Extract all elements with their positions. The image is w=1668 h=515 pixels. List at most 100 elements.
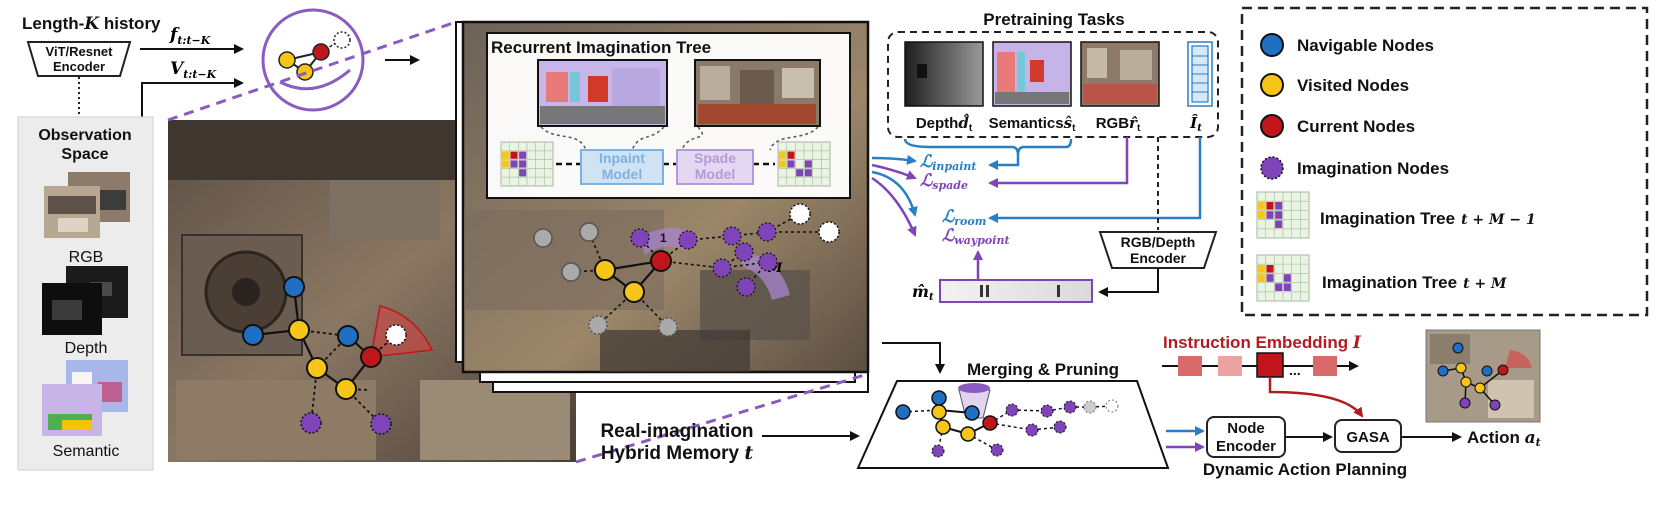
grid-filled-cell (1257, 265, 1265, 273)
memory-visited-node (931, 404, 947, 420)
rgbd-encoder-label-2: Encoder (1130, 250, 1187, 266)
imagination-tree-inset: Recurrent Imagination Tree In (486, 32, 851, 199)
frame-past-node (579, 222, 599, 242)
memory-visited-node (935, 419, 951, 435)
branch-label-first: 1 (660, 231, 667, 245)
memory-imagination-node (1053, 420, 1067, 434)
bottom-flow: Real-imagination Hybrid Memory t Merging… (600, 329, 1541, 479)
grid-cell (820, 176, 831, 187)
semantic-label: Semantic (53, 443, 120, 460)
frame-visited-node (623, 281, 645, 303)
pretrain-semantics-label: Semanticsŝt (989, 114, 1077, 134)
scene-current-node (360, 346, 382, 368)
grid-filled-cell (778, 151, 786, 159)
pretraining-section: Pretraining Tasks Depthd̂t Semanticsŝt R… (887, 10, 1219, 138)
frame-imagination-node (722, 226, 742, 246)
loss-waypoint: ℒwaypoint (942, 226, 1010, 247)
memory-navigable-node (931, 390, 947, 406)
branch-arc-1 (640, 228, 690, 255)
legend-tree-prev-grid (1256, 191, 1310, 239)
grid-filled-cell (519, 151, 527, 159)
v-arrow (141, 78, 244, 118)
tree-grid-left (500, 141, 554, 187)
frame-imagination-node (758, 252, 778, 272)
memory-navigable-node (964, 405, 980, 421)
observation-panel: Observation Space RGB Depth Semantic (17, 116, 154, 471)
frame-imagination-node (757, 222, 777, 242)
grid-filled-cell (1266, 202, 1274, 210)
legend-navigable-label: Navigable Nodes (1297, 36, 1434, 55)
instruction-token (1178, 356, 1202, 376)
pretrain-depth-label: Depthd̂t (916, 113, 973, 134)
merging-label: Merging & Pruning (967, 360, 1119, 379)
legend-tree-next-grid (1256, 254, 1310, 302)
node-encoder-box (1206, 416, 1286, 458)
grid-filled-cell (1266, 274, 1274, 282)
map-symbol: m̂t (912, 282, 934, 303)
frame-unexplored-node (789, 203, 811, 225)
history-title: Length-K history (22, 14, 161, 34)
memory-plane (856, 380, 1170, 469)
grid-filled-cell (501, 160, 509, 168)
legend: Navigable Nodes Visited Nodes Current No… (1240, 6, 1649, 317)
frame-imagination-node (736, 277, 756, 297)
legend-imagination-label: Imagination Nodes (1297, 159, 1449, 178)
frame-imagination-node (734, 242, 754, 262)
history-imagination-node (333, 31, 351, 49)
pretrain-depth-image (904, 41, 984, 107)
grid-filled-cell (510, 160, 518, 168)
spade-model-box (676, 149, 754, 185)
inpaint-model-label-2: Model (602, 166, 642, 182)
memory-imagination-node (990, 443, 1004, 457)
grid-filled-cell (1275, 220, 1283, 228)
loss-room: ℒroom (942, 207, 986, 228)
history-visited-node (278, 51, 296, 69)
scene-visited-node (306, 357, 328, 379)
spade-model-label-2: Model (695, 166, 735, 182)
grid-filled-cell (519, 160, 527, 168)
legend-box (1240, 6, 1649, 317)
frame-imagination-node (678, 230, 698, 250)
history-trajectory-arc (279, 68, 351, 91)
frame-graph: 1 M (533, 203, 840, 337)
observation-title-1: Observation (38, 127, 131, 144)
rgb-label: RGB (69, 249, 104, 266)
memory-visited-node (960, 426, 976, 442)
legend-navigable-marker (1260, 33, 1284, 57)
legend-imagination-marker (1260, 156, 1284, 180)
scene-navigable-node (242, 324, 264, 346)
history-section: Length-K history ViT/Resnet Encoder ft:t… (22, 8, 420, 118)
instruction-token (1313, 356, 1337, 376)
inpaint-model-label-1: Inpaint (599, 150, 645, 166)
action-label: Action at (1467, 428, 1541, 449)
dynamic-planning-label: Dynamic Action Planning (1203, 460, 1407, 479)
frame-past-node (658, 317, 678, 337)
memory-label-2: Hybrid Memory t (601, 442, 754, 464)
legend-current-label: Current Nodes (1297, 117, 1415, 136)
action-preview-image (1425, 329, 1541, 423)
grid-filled-cell (796, 169, 804, 177)
grid-filled-cell (787, 151, 795, 159)
memory-imagination-node (1063, 400, 1077, 414)
pretraining-dashed-box (887, 31, 1219, 138)
history-current-node (312, 43, 330, 61)
legend-current-marker (1260, 114, 1284, 138)
vit-encoder-label-1: ViT/Resnet (46, 44, 114, 59)
memory-imagination-node (1040, 404, 1054, 418)
grid-filled-cell (501, 151, 509, 159)
grid-filled-cell (778, 160, 786, 168)
grid-filled-cell (1257, 274, 1265, 282)
grid-filled-cell (1275, 211, 1283, 219)
frame-unexplored-node (818, 221, 840, 243)
instruction-label: Instruction Embedding I (1163, 333, 1362, 353)
grid-filled-cell (1283, 283, 1291, 291)
gasa-label: GASA (1346, 429, 1390, 446)
grid-filled-cell (519, 169, 527, 177)
tree-grid-right (777, 141, 831, 187)
pretrain-feature-vector (1187, 41, 1213, 107)
grid-cell (1299, 291, 1310, 302)
v-label: Vt:t−K (170, 59, 217, 81)
grid-filled-cell (1266, 211, 1274, 219)
legend-visited-label: Visited Nodes (1297, 76, 1409, 95)
